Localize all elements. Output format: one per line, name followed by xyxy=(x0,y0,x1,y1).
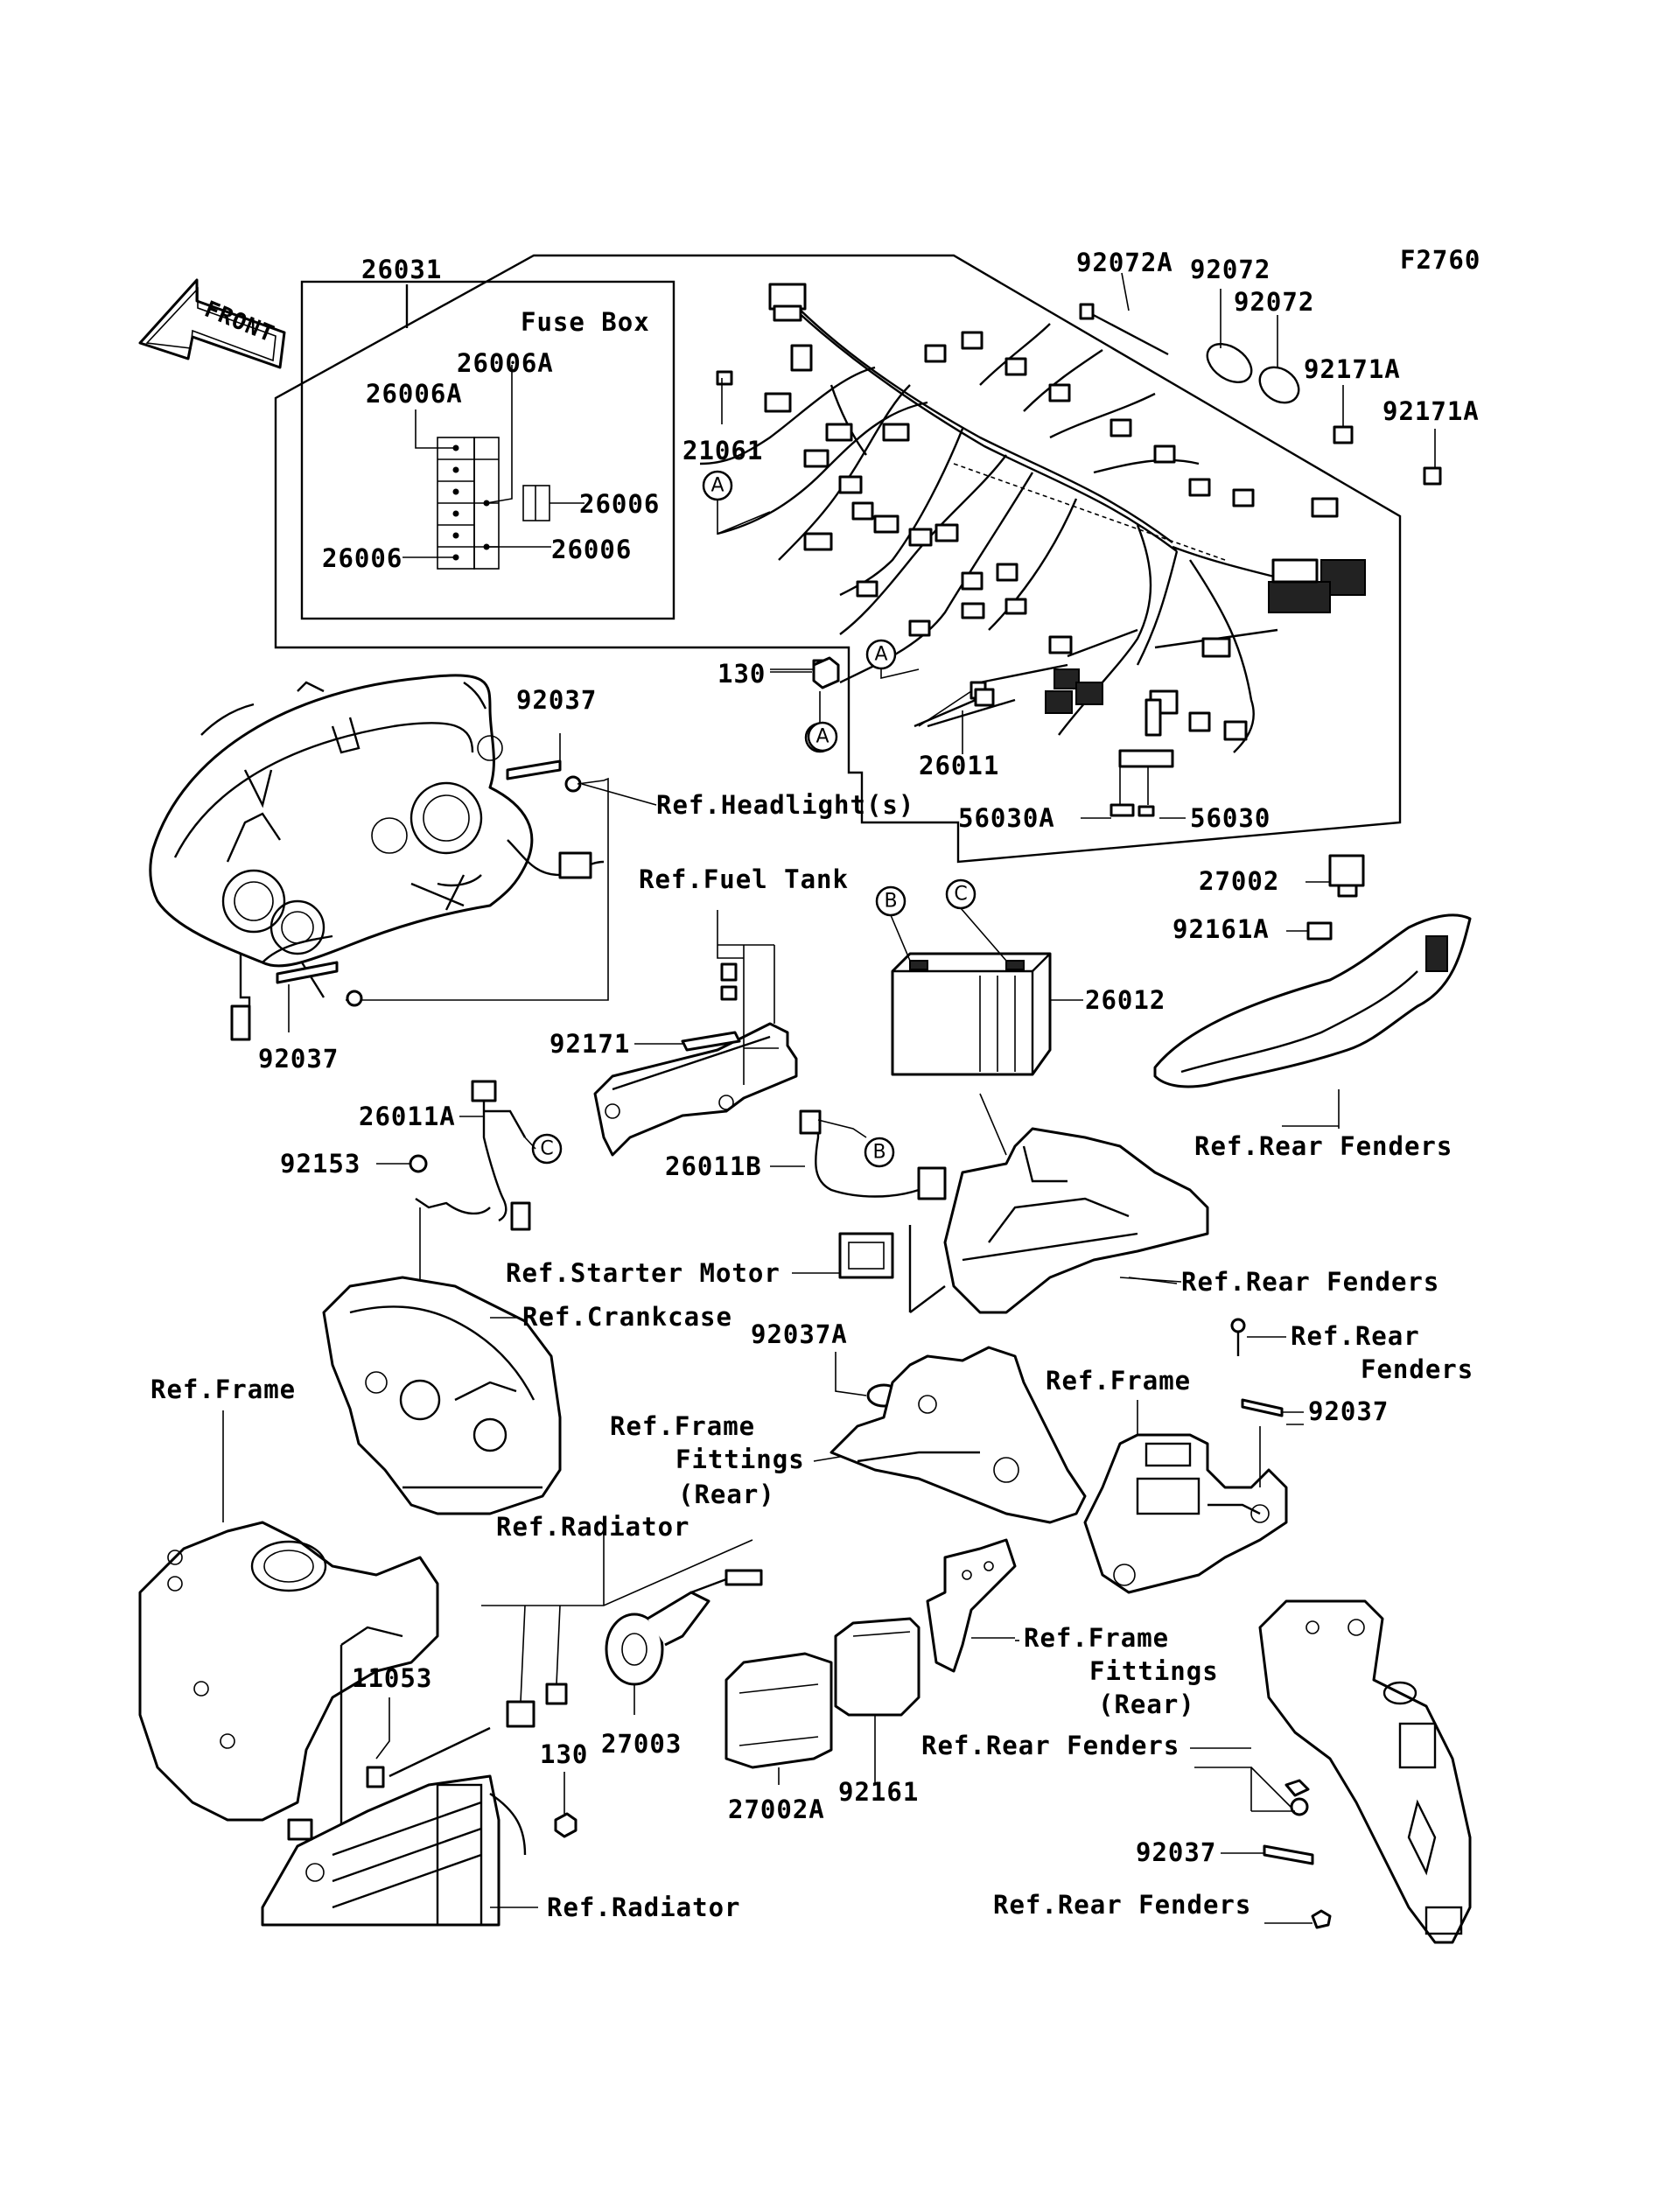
wiring-harness-outline xyxy=(274,254,1402,864)
module-92161 xyxy=(834,1538,1017,1785)
callout-c-battery: C xyxy=(954,884,967,906)
label-56030A: 56030A xyxy=(958,803,1055,833)
callout-c-sensor: C xyxy=(540,1138,553,1160)
clip-11053 xyxy=(366,1697,491,1788)
callout-b-battery: B xyxy=(884,891,897,913)
sensor-26011A: C xyxy=(459,1080,563,1231)
label-ref-rear-fenders-2: Ref.Rear Fenders xyxy=(1181,1267,1439,1297)
headlight-assembly xyxy=(149,674,605,1041)
label-ref-radiator-1: Ref.Radiator xyxy=(496,1512,690,1542)
label-ref-frame-left: Ref.Frame xyxy=(150,1375,296,1404)
label-ref-radiator-2: Ref.Radiator xyxy=(547,1893,741,1922)
harness-connectors xyxy=(716,283,1366,817)
fuse-box-schematic xyxy=(402,365,584,570)
label-ref-fuel-tank: Ref.Fuel Tank xyxy=(639,864,849,894)
label-56030: 56030 xyxy=(1190,803,1270,833)
label-92161: 92161 xyxy=(838,1777,919,1807)
label-92161A: 92161A xyxy=(1172,914,1270,944)
rear-frame-right xyxy=(1083,1400,1288,1594)
callout-b-starter: B xyxy=(872,1142,886,1164)
label-92171A-2: 92171A xyxy=(1382,396,1480,426)
label-26031: 26031 xyxy=(361,255,442,284)
label-27002A: 27002A xyxy=(728,1795,825,1824)
label-27002: 27002 xyxy=(1199,866,1279,896)
label-26006A-1: 26006A xyxy=(457,348,554,378)
callout-group-a: A A A xyxy=(702,470,920,753)
harness-wires xyxy=(699,301,1278,753)
label-92171: 92171 xyxy=(550,1029,630,1059)
label-26006-2: 26006 xyxy=(551,535,632,564)
relay-27002 xyxy=(1286,854,1365,941)
rear-fender-top xyxy=(1153,913,1472,1129)
label-26011B: 26011B xyxy=(665,1151,762,1181)
label-130-lower: 130 xyxy=(540,1739,588,1769)
label-ref-rear-fenders-4: Ref.Rear Fenders xyxy=(921,1731,1180,1760)
crankcase xyxy=(322,1276,562,1515)
label-92037A: 92037A xyxy=(751,1319,848,1349)
label-92037-left: 92037 xyxy=(258,1044,339,1074)
radiator xyxy=(261,1774,538,1927)
label-26011: 26011 xyxy=(919,751,999,780)
label-130-top: 130 xyxy=(718,659,766,689)
leader-lines xyxy=(744,1047,1339,1749)
label-ref-rear-fenders-1: Ref.Rear Fenders xyxy=(1194,1131,1452,1161)
label-ref-frame-fittings-2b: Fittings xyxy=(1089,1656,1219,1686)
starter-relay: B xyxy=(770,1109,947,1313)
label-ref-frame-fittings-1a: Ref.Frame xyxy=(610,1411,755,1441)
figure-code: F2760 xyxy=(1400,245,1480,275)
label-26006A-2: 26006A xyxy=(366,379,463,409)
battery-26012: B C xyxy=(875,878,1083,1076)
fuse-box-title: Fuse Box xyxy=(521,307,650,337)
label-ref-headlights: Ref.Headlight(s) xyxy=(656,790,914,820)
label-ref-crankcase: Ref.Crankcase xyxy=(522,1302,732,1332)
front-arrow-icon: FRONT xyxy=(138,278,286,369)
bracket-92037A xyxy=(830,1346,1087,1524)
label-26006-3: 26006 xyxy=(322,543,402,573)
bolt-92037-right xyxy=(1230,1318,1304,1417)
label-92037-top: 92037 xyxy=(516,685,597,715)
label-ref-frame-fittings-1b: Fittings xyxy=(676,1445,805,1474)
label-26012: 26012 xyxy=(1085,985,1166,1015)
label-ref-rear-fenders-5: Ref.Rear Fenders xyxy=(993,1890,1251,1920)
label-26011A: 26011A xyxy=(359,1102,456,1131)
label-26006-1: 26006 xyxy=(579,489,660,519)
label-92153: 92153 xyxy=(280,1149,360,1179)
label-ref-frame-fittings-1c: (Rear) xyxy=(678,1480,775,1509)
label-27003: 27003 xyxy=(601,1729,682,1759)
label-ref-frame-right: Ref.Frame xyxy=(1046,1366,1191,1396)
callout-a-130: A xyxy=(816,726,829,748)
sensor-26011 xyxy=(914,688,995,754)
label-ref-rear-fenders-3b: Fenders xyxy=(1361,1354,1474,1384)
label-ref-rear-fenders-3a: Ref.Rear xyxy=(1291,1321,1420,1351)
fuel-tank-bracket xyxy=(593,910,798,1157)
rear-fender-bottom xyxy=(1194,1599,1472,1944)
svg-text:A: A xyxy=(874,644,887,666)
label-92171A-1: 92171A xyxy=(1304,354,1401,384)
ties-and-clamps xyxy=(721,272,1442,486)
label-ref-frame-fittings-2a: Ref.Frame xyxy=(1024,1623,1169,1653)
bolt-130-top: A xyxy=(770,656,840,752)
svg-text:A: A xyxy=(710,475,724,497)
label-92072A: 92072A xyxy=(1076,248,1173,277)
frame-left xyxy=(138,1410,439,1830)
pads-92037 xyxy=(276,733,657,1032)
fuse-box-frame xyxy=(300,280,676,620)
diagram-labels: F2760 Fuse Box 26031 26006A 26006A 26006… xyxy=(150,245,1480,1922)
label-92072-2: 92072 xyxy=(1234,287,1314,317)
label-ref-frame-fittings-2c: (Rear) xyxy=(1098,1690,1195,1719)
horn-27003 xyxy=(481,1522,763,1728)
label-92072-1: 92072 xyxy=(1190,255,1270,284)
label-92037-right: 92037 xyxy=(1308,1396,1389,1426)
label-11053: 11053 xyxy=(352,1663,432,1693)
label-21061: 21061 xyxy=(682,436,763,465)
bolt-130-lower xyxy=(554,1772,578,1838)
ecu-27002A xyxy=(724,1652,833,1785)
label-92037-bottom: 92037 xyxy=(1136,1837,1216,1867)
battery-tray xyxy=(943,1093,1209,1314)
label-ref-starter-motor: Ref.Starter Motor xyxy=(506,1258,780,1288)
